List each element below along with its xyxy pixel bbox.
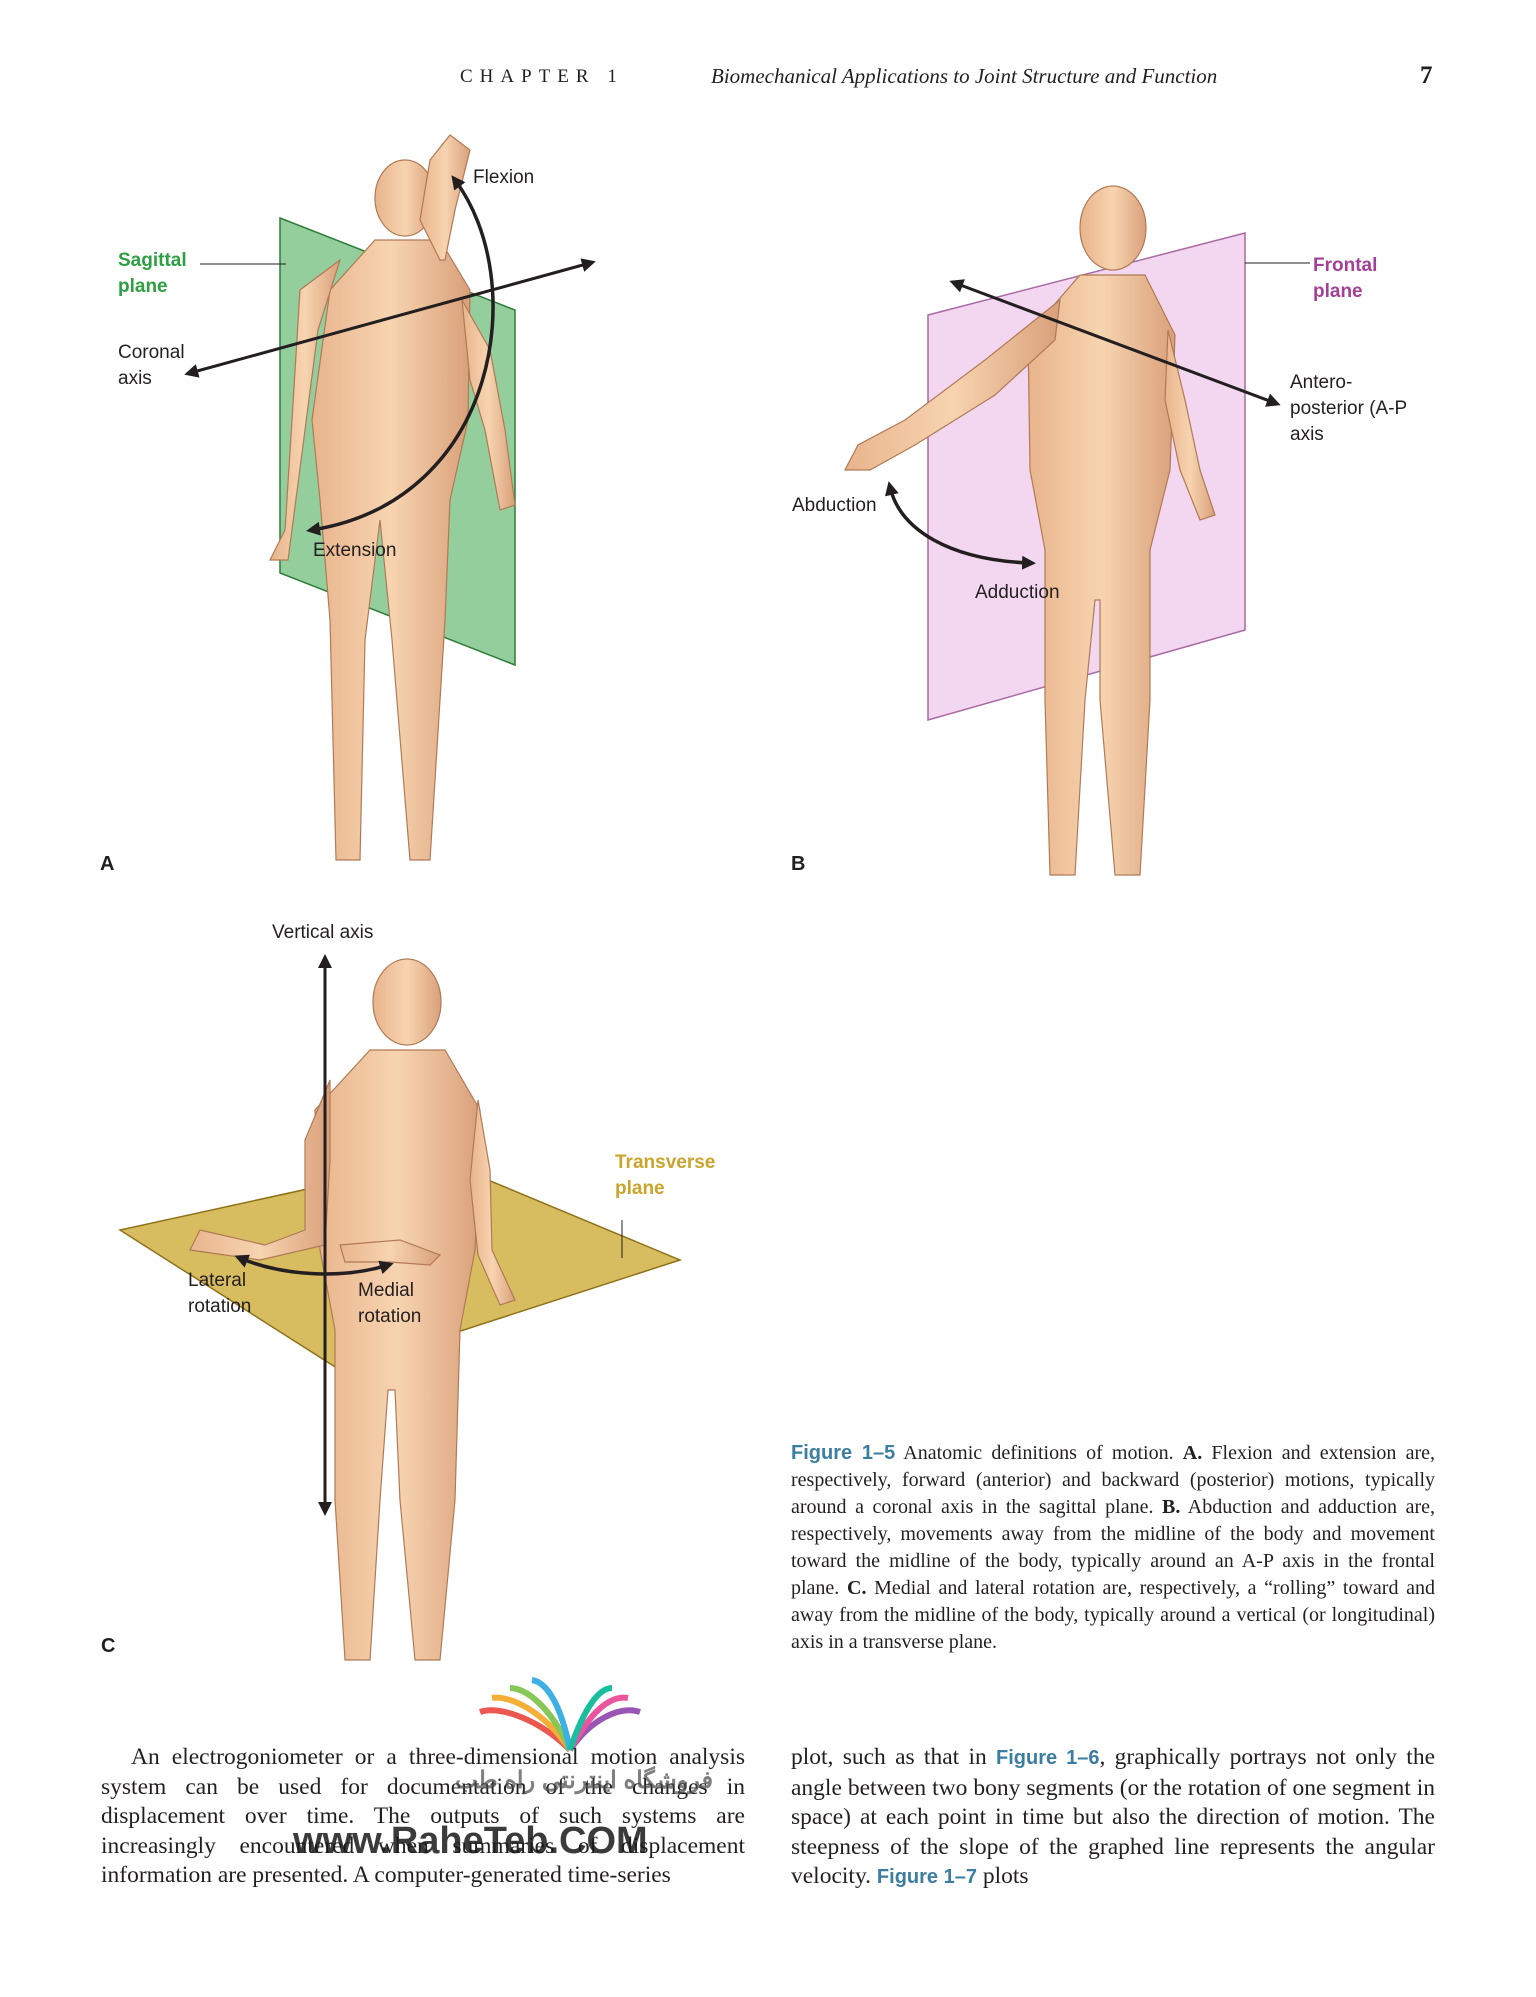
watermark-persian-text: فروشگاه اینترنتی راه طب bbox=[455, 1767, 714, 1794]
chapter-label: CHAPTER 1 bbox=[460, 66, 624, 87]
extension-label: Extension bbox=[313, 540, 397, 561]
body-text-right: plot, such as that in Figure 1–6, graphi… bbox=[791, 1744, 1436, 1889]
watermark-logo bbox=[479, 1677, 641, 1753]
panel-a-illustration bbox=[184, 134, 596, 861]
panel-b-illustration bbox=[844, 185, 1310, 876]
body-text-left: An electrogoniometer or a three-dimensio… bbox=[101, 1744, 745, 1888]
transverse-plane-label: Transverse plane bbox=[615, 1152, 716, 1199]
vertical-axis-label: Vertical axis bbox=[272, 922, 374, 943]
frontal-plane-label: Frontal plane bbox=[1313, 255, 1378, 302]
ap-axis-label: Antero- posterior (A-P axis bbox=[1290, 372, 1408, 445]
adduction-label: Adduction bbox=[975, 582, 1060, 603]
panel-c-letter: C bbox=[101, 1635, 116, 1657]
medial-rotation-label: Medial rotation bbox=[358, 1280, 422, 1327]
sagittal-plane-label: Sagittal plane bbox=[118, 250, 187, 297]
flexion-label: Flexion bbox=[473, 167, 535, 188]
figure-label: Figure 1–5 bbox=[791, 1442, 896, 1464]
human-figure-c bbox=[189, 958, 516, 1661]
running-title: Biomechanical Applications to Joint Stru… bbox=[711, 64, 1218, 88]
lateral-rotation-label: Lateral rotation bbox=[188, 1270, 252, 1317]
page-number: 7 bbox=[1420, 62, 1433, 89]
coronal-axis-label: Coronal axis bbox=[118, 342, 185, 389]
panel-c-illustration bbox=[118, 954, 683, 1661]
panel-b-letter: B bbox=[791, 853, 806, 875]
abduction-label: Abduction bbox=[792, 495, 877, 516]
figure-caption: Figure 1–5 Anatomic definitions of motio… bbox=[791, 1442, 1436, 1653]
figure-1-7-link[interactable]: Figure 1–7 bbox=[876, 1866, 977, 1888]
watermark-site-text: www.RaheTeb.COM bbox=[293, 1820, 648, 1862]
panel-a-letter: A bbox=[100, 853, 115, 875]
figure-1-6-link[interactable]: Figure 1–6 bbox=[996, 1747, 1100, 1769]
